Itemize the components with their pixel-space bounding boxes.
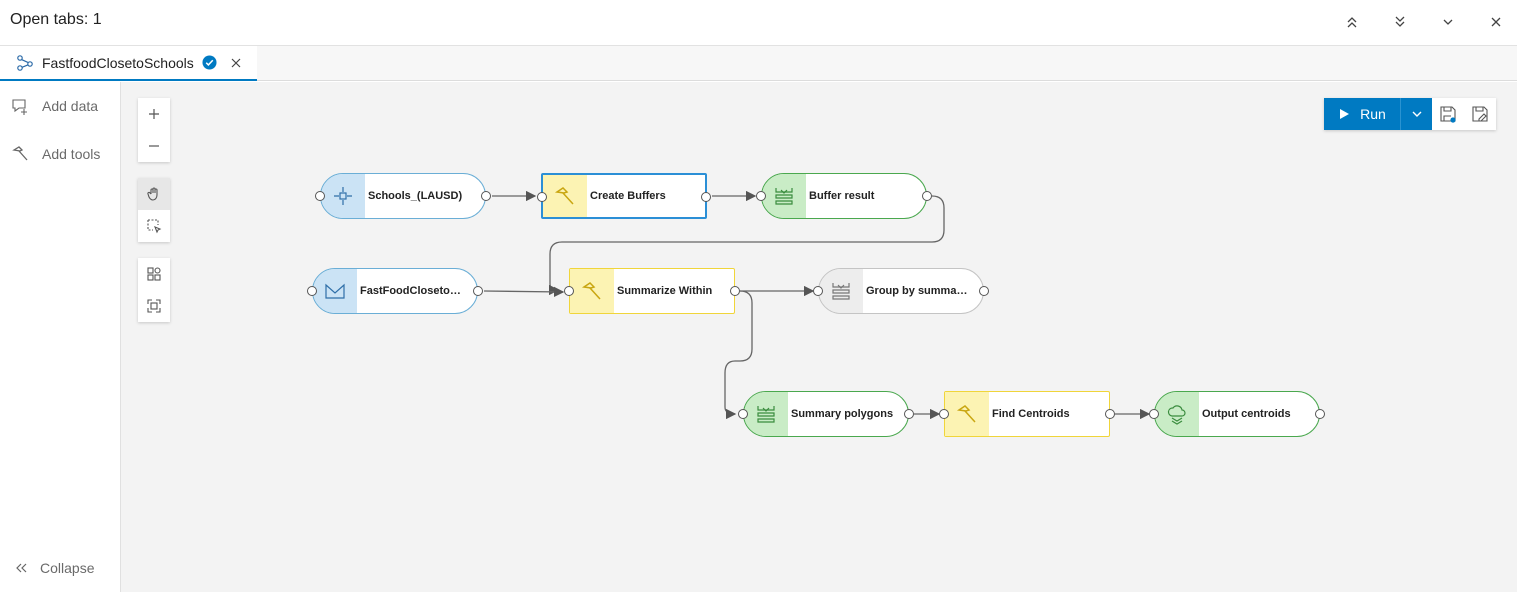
open-tabs-title: Open tabs: 1 xyxy=(10,11,102,28)
model-icon xyxy=(17,54,33,71)
chevrons-left-icon xyxy=(16,563,27,573)
save-as-icon xyxy=(1472,106,1488,122)
output-port[interactable] xyxy=(473,286,483,296)
hammer-icon xyxy=(945,392,989,436)
zoom-out-button[interactable] xyxy=(138,130,170,162)
hammer-icon xyxy=(570,269,614,313)
node-output-centroids[interactable]: Output centroids xyxy=(1149,391,1325,437)
node-schools-lausd[interactable]: Schools_(LAUSD) xyxy=(315,173,491,219)
output-port[interactable] xyxy=(1315,409,1325,419)
zoom-controls xyxy=(138,98,170,162)
point-layer-icon xyxy=(321,174,365,218)
chevron-down-icon xyxy=(1412,111,1421,117)
node-label: Summarize Within xyxy=(617,285,713,297)
hammer-icon xyxy=(543,175,587,217)
pan-button[interactable] xyxy=(138,178,170,210)
output-port[interactable] xyxy=(701,192,711,202)
input-port[interactable] xyxy=(813,286,823,296)
node-label: Output centroids xyxy=(1202,408,1291,420)
save-button[interactable] xyxy=(1432,98,1464,130)
output-port[interactable] xyxy=(730,286,740,296)
input-port[interactable] xyxy=(738,409,748,419)
node-summary-polygons[interactable]: Summary polygons xyxy=(738,391,914,437)
node-group-by-summary[interactable]: Group by summary t... xyxy=(813,268,989,314)
run-options-dropdown[interactable] xyxy=(1400,98,1432,130)
check-circle-icon xyxy=(202,55,217,70)
save-icon xyxy=(1440,106,1456,123)
navigation-mode-controls xyxy=(138,178,170,242)
top-bar: Open tabs: 1 xyxy=(0,0,1517,46)
output-layer-icon xyxy=(744,392,788,436)
output-port[interactable] xyxy=(904,409,914,419)
layout-controls xyxy=(138,258,170,322)
close-icon[interactable] xyxy=(1484,10,1508,34)
output-port[interactable] xyxy=(481,191,491,201)
add-data-label: Add data xyxy=(42,98,99,114)
auto-layout-button[interactable] xyxy=(138,258,170,290)
run-label: Run xyxy=(1360,106,1386,122)
input-port[interactable] xyxy=(1149,409,1159,419)
zoom-in-button[interactable] xyxy=(138,98,170,130)
connector-lines xyxy=(483,190,1151,420)
model-canvas[interactable]: Run Schools_(LAUSD) xyxy=(121,82,1517,592)
tab-bar: FastfoodClosetoSchools xyxy=(0,46,1517,81)
node-label: Summary polygons xyxy=(791,408,894,420)
add-tools-label: Add tools xyxy=(42,146,101,162)
select-icon xyxy=(147,219,162,234)
input-port[interactable] xyxy=(315,191,325,201)
node-label: FastFoodClosetoSch... xyxy=(360,285,477,297)
select-button[interactable] xyxy=(138,210,170,242)
left-panel: Add data Add tools Collapse xyxy=(0,82,121,592)
tab-fastfood-close-to-schools[interactable]: FastfoodClosetoSchools xyxy=(0,46,257,81)
run-toolbar: Run xyxy=(1324,98,1496,130)
auto-layout-icon xyxy=(147,267,161,281)
polygon-layer-icon xyxy=(313,269,357,313)
tab-label: FastfoodClosetoSchools xyxy=(42,54,194,71)
output-table-icon xyxy=(819,269,863,313)
play-icon xyxy=(1340,109,1350,119)
full-extent-icon xyxy=(147,299,161,313)
output-port[interactable] xyxy=(922,191,932,201)
input-port[interactable] xyxy=(756,191,766,201)
input-port[interactable] xyxy=(537,192,547,202)
hammer-icon xyxy=(12,146,28,161)
collapse-button[interactable]: Collapse xyxy=(14,556,94,580)
node-label: Buffer result xyxy=(809,190,875,202)
node-buffer-result[interactable]: Buffer result xyxy=(756,173,932,219)
node-label: Schools_(LAUSD) xyxy=(368,190,463,202)
add-data-button[interactable]: Add data xyxy=(10,94,98,118)
node-label: Find Centroids xyxy=(992,408,1070,420)
node-label: Group by summary t... xyxy=(866,285,983,297)
node-create-buffers[interactable]: Create Buffers xyxy=(537,173,711,219)
node-fastfood-close-to-schools[interactable]: FastFoodClosetoSch... xyxy=(307,268,483,314)
save-as-button[interactable] xyxy=(1464,98,1496,130)
input-port[interactable] xyxy=(564,286,574,296)
output-port[interactable] xyxy=(1105,409,1115,419)
tab-close-icon[interactable] xyxy=(229,56,243,70)
node-summarize-within[interactable]: Summarize Within xyxy=(564,268,740,314)
node-label: Create Buffers xyxy=(590,190,666,202)
input-port[interactable] xyxy=(307,286,317,296)
chevrons-down-icon[interactable] xyxy=(1388,10,1412,34)
node-find-centroids[interactable]: Find Centroids xyxy=(939,391,1115,437)
fit-to-window-button[interactable] xyxy=(138,290,170,322)
output-port[interactable] xyxy=(979,286,989,296)
cloud-layer-icon xyxy=(1155,392,1199,436)
chevron-down-icon[interactable] xyxy=(1436,10,1460,34)
chevrons-up-icon[interactable] xyxy=(1340,10,1364,34)
input-port[interactable] xyxy=(939,409,949,419)
hand-icon xyxy=(147,187,158,201)
output-layer-icon xyxy=(762,174,806,218)
run-button[interactable]: Run xyxy=(1324,98,1400,130)
collapse-label: Collapse xyxy=(40,560,95,576)
add-data-icon xyxy=(12,99,27,115)
add-tools-button[interactable]: Add tools xyxy=(10,142,100,166)
